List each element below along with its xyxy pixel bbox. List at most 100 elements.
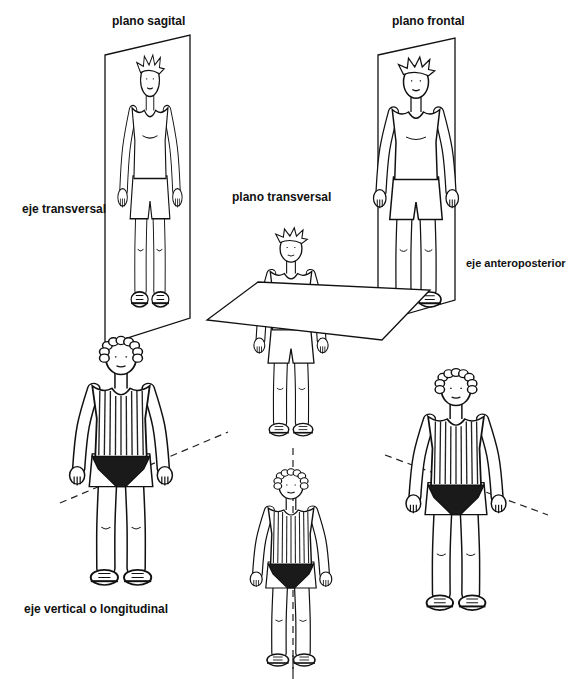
arm (124, 110, 133, 191)
shoe-sole (459, 605, 485, 607)
arm (482, 419, 497, 497)
shoe (269, 423, 289, 435)
stripe (104, 391, 106, 455)
arm (257, 510, 269, 574)
male-figure (374, 57, 459, 307)
stripe (303, 512, 305, 563)
hip (425, 483, 487, 515)
leg (106, 487, 108, 569)
stripe (99, 391, 100, 455)
hand (250, 572, 262, 586)
frontal-plane (378, 38, 455, 322)
leg-outline (280, 355, 281, 423)
stripe (307, 512, 309, 563)
leg-outline (403, 210, 404, 291)
leg (159, 209, 160, 291)
curly-hair (435, 369, 477, 394)
arm (415, 419, 430, 497)
shoe (131, 292, 148, 307)
arm (148, 388, 163, 469)
striped-top (268, 508, 314, 564)
striped-top (428, 417, 484, 486)
arm (439, 112, 452, 192)
face (287, 248, 296, 256)
leg (280, 355, 281, 423)
shirt-fold (142, 136, 157, 139)
arm-outline (381, 112, 394, 192)
arm-outline (439, 112, 452, 192)
fingers (323, 580, 328, 587)
shoe-sole (269, 432, 289, 434)
leg (469, 515, 471, 595)
fingers (410, 505, 416, 514)
shoe (152, 292, 169, 307)
hair-curl (300, 483, 308, 489)
vertical-axis (292, 655, 293, 679)
stripe (115, 396, 117, 455)
vertical-axis (292, 448, 293, 470)
stripe (290, 516, 291, 563)
transverse-plane (207, 282, 430, 340)
stripe (142, 391, 143, 455)
plane-label: plano transversal (232, 190, 331, 204)
knee-line (101, 527, 140, 529)
arm (79, 388, 94, 469)
leg (441, 515, 443, 595)
curly-hair (274, 469, 308, 489)
shoe-laces (98, 574, 110, 578)
shoe-laces (466, 599, 478, 603)
stripe (477, 421, 478, 483)
leg (140, 209, 141, 291)
stripes (434, 421, 477, 483)
shorts (268, 328, 314, 363)
stripe (466, 421, 468, 483)
fingers (121, 199, 125, 208)
spiky-hair (137, 55, 164, 74)
stripe (126, 396, 128, 455)
stripe (109, 391, 111, 455)
fingers (176, 199, 180, 208)
shoe-laces (434, 599, 446, 603)
knee-line (275, 620, 306, 622)
sagittal-plane (105, 35, 190, 345)
plane-label: plano sagital (112, 14, 185, 28)
arm-outline (313, 510, 325, 574)
arm-outline (257, 510, 269, 574)
shoe-sole (124, 580, 151, 582)
shoe-laces (275, 426, 284, 429)
shoe-laces (136, 296, 144, 300)
knee-line (437, 554, 475, 556)
face (450, 388, 462, 398)
female-figure (406, 369, 506, 611)
stripe (299, 512, 301, 563)
leg-outline (301, 355, 302, 423)
shoe (293, 423, 313, 435)
stripe (460, 426, 462, 484)
axis-label: eje anteroposterior (466, 256, 566, 270)
shoe-sole (419, 302, 442, 304)
arm-outline (79, 388, 94, 469)
leg-outline (135, 487, 137, 569)
axis-label: eje transversal (22, 202, 106, 216)
male-figure (118, 55, 182, 307)
shoe-laces (157, 296, 165, 300)
shoe (124, 570, 151, 585)
leg-outline (279, 588, 280, 653)
arm-outline (148, 388, 163, 469)
arm (167, 110, 176, 191)
stripe (120, 396, 121, 455)
shoe (459, 595, 485, 610)
leg (301, 355, 302, 423)
briefs (268, 564, 314, 588)
arm-outline (124, 110, 133, 191)
arm-outline (482, 419, 497, 497)
stripes (273, 512, 308, 563)
leg-outline (106, 487, 108, 569)
stripe (471, 421, 473, 483)
stripe (273, 512, 275, 563)
fingers (320, 346, 324, 353)
fingers (254, 580, 259, 587)
stripe (286, 516, 287, 563)
hair-curl (435, 386, 444, 394)
leg-outline (140, 209, 141, 291)
